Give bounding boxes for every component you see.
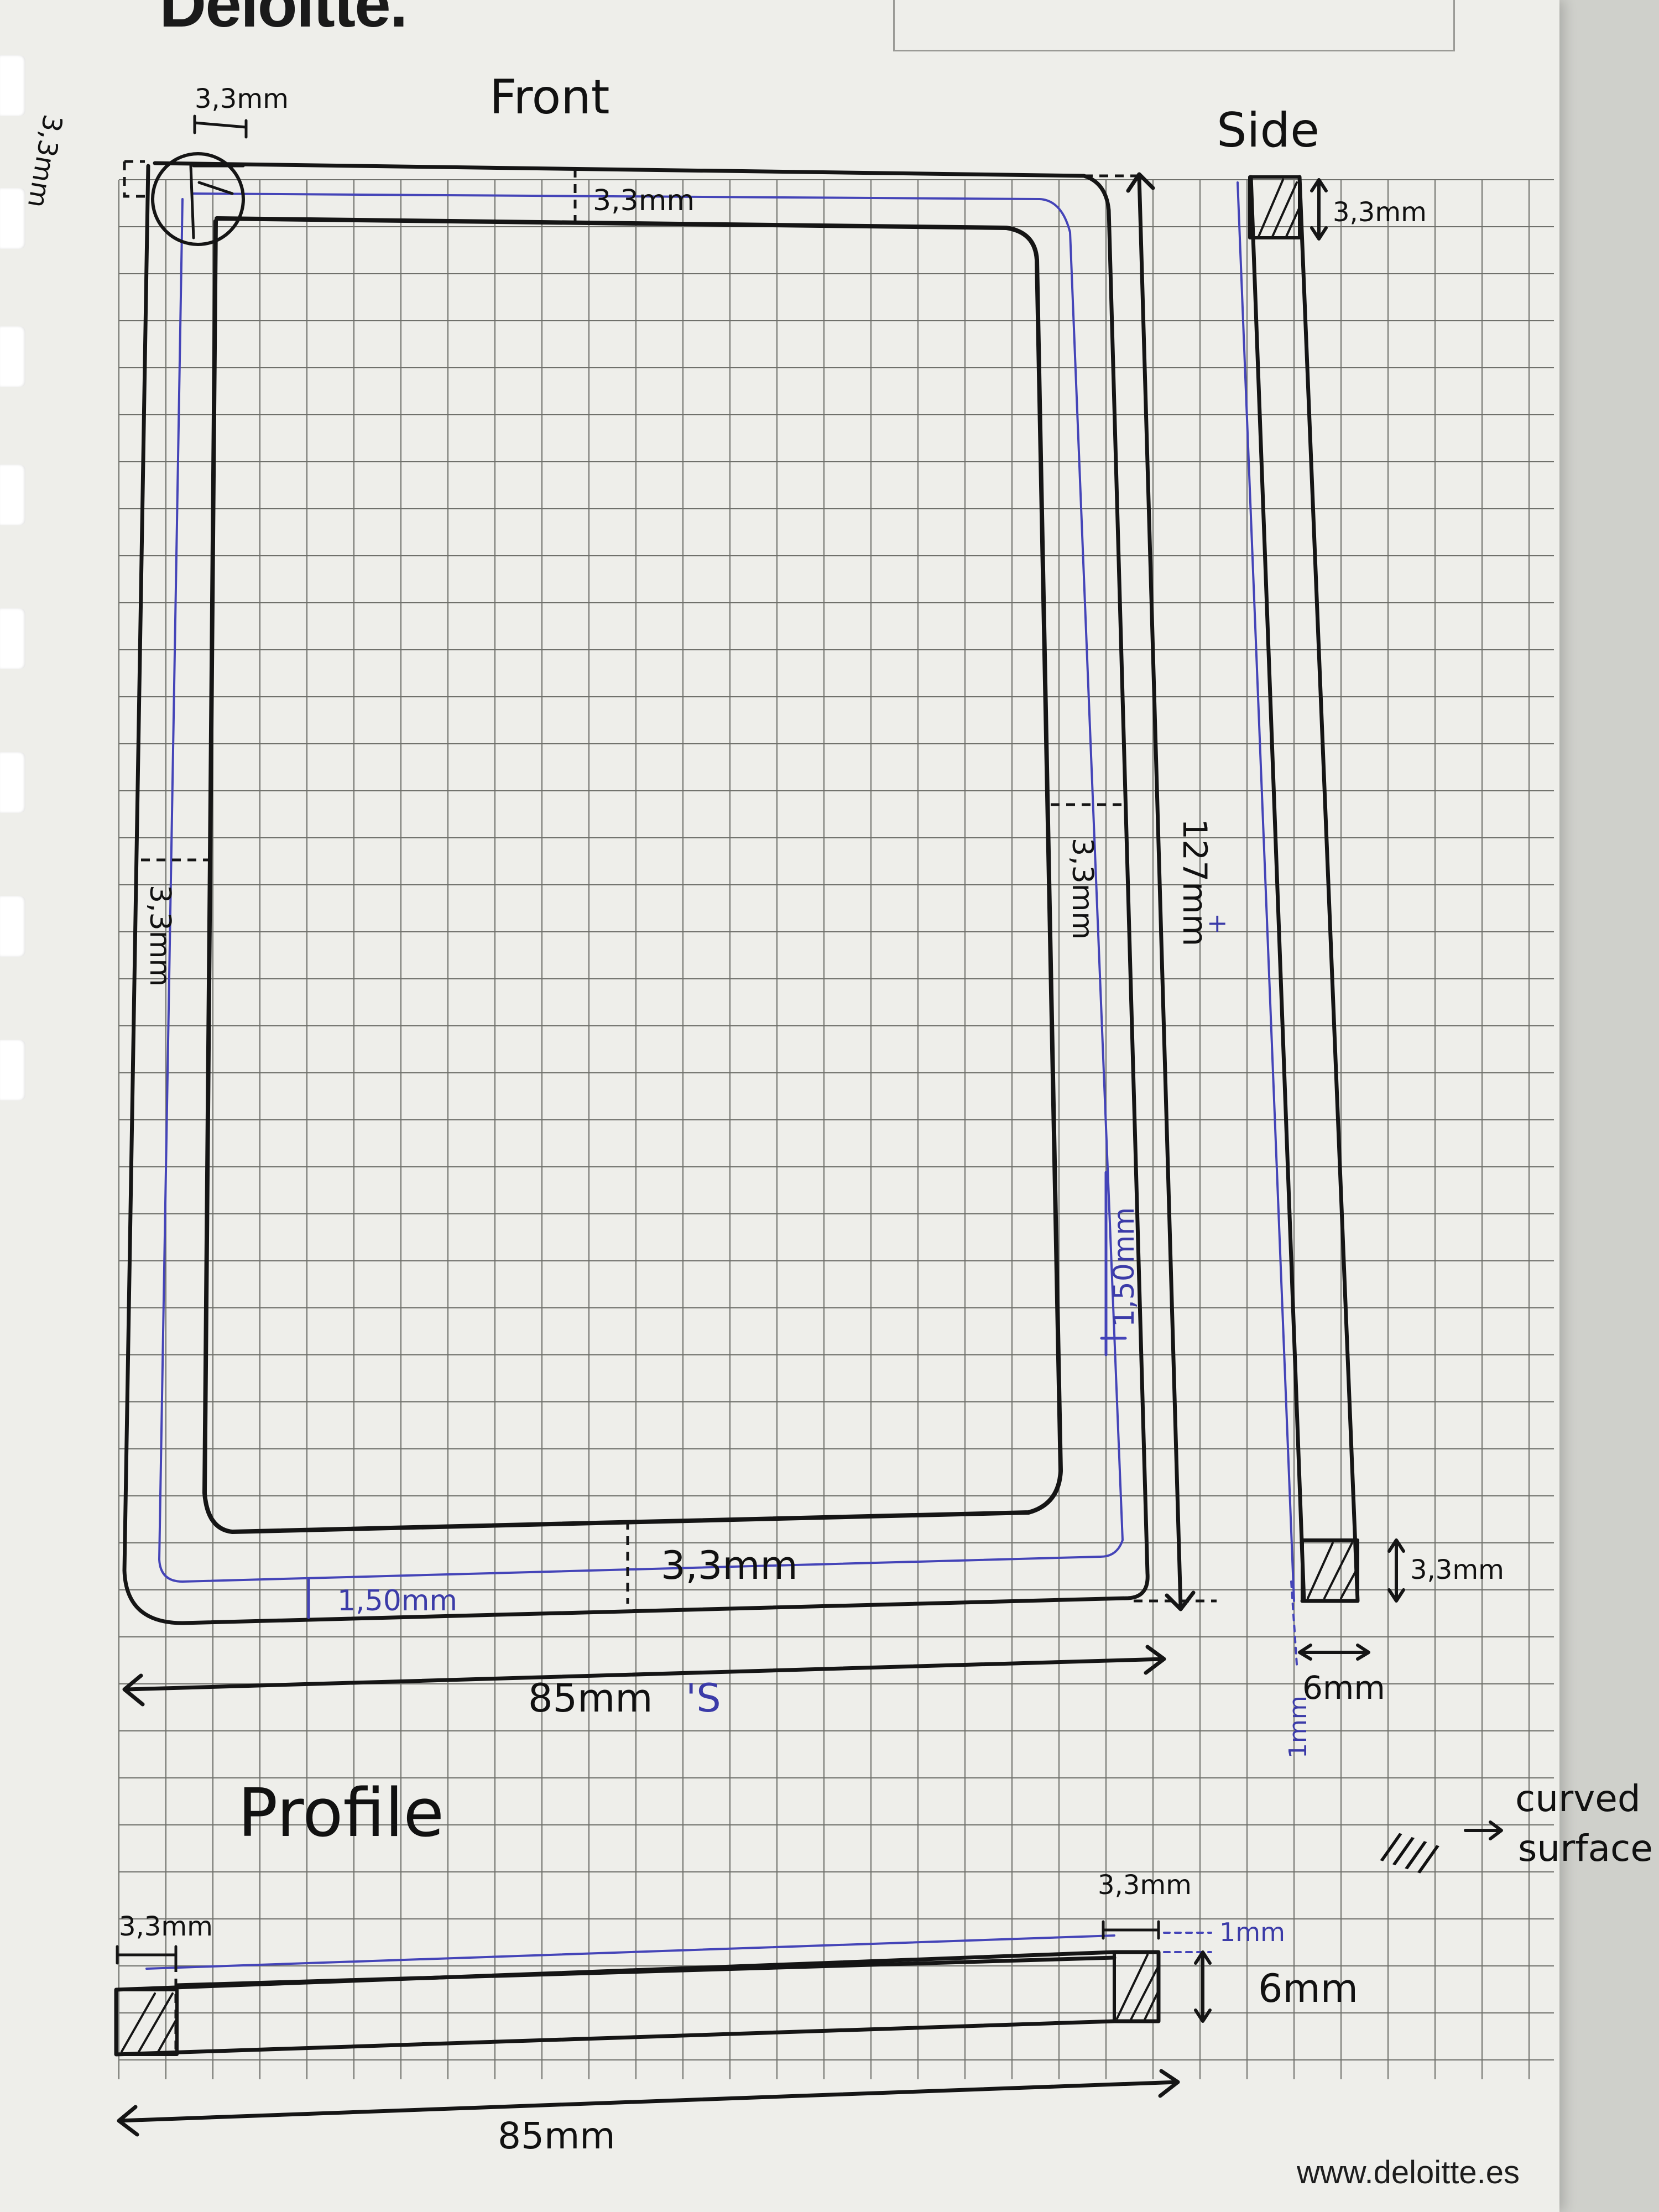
dim-front-height-extension [1084,174,1217,1603]
dim-front-bottom-border: 3,3mm [661,1543,798,1588]
profile-left-hatch-block [114,1988,179,2056]
dim-front-width-line [122,1645,1166,1707]
corner-detail-circle [151,152,245,246]
binding-hole [0,55,25,116]
side-inner-line [1237,181,1295,1602]
dim-front-inner-bottom-offset: 1,50mm [337,1584,457,1618]
dim-side-depth-line [1298,1644,1370,1661]
dim-profile-right-line [1102,1920,1160,1940]
dim-profile-lip: 1mm [1219,1917,1285,1947]
front-title: Front [489,70,610,125]
dim-side-lip-line [1290,1580,1298,1666]
side-title: Side [1217,103,1319,158]
profile-title: Profile [238,1775,444,1852]
side-top-hatch-lines [1257,179,1301,239]
dim-side-lip: 1mm [1284,1695,1312,1759]
side-bottom-hatch-lines [1307,1542,1359,1599]
dim-front-corner-width: 3,3mm [195,84,289,114]
dim-front-inner-right-offset-line [1100,1171,1127,1357]
grid-paper [118,179,1554,2079]
dim-profile-right: 3,3mm [1098,1870,1192,1901]
side-outline [1249,175,1360,1603]
dim-profile-lip-line [1163,1932,1212,1953]
corner-dash-box [123,160,145,198]
profile-right-hatch-lines [1116,1954,1160,2021]
dim-profile-left: 3,3mm [119,1911,213,1942]
dim-front-corner-height: 3,3mm [22,112,69,210]
dim-side-bottom: 3,3mm [1410,1554,1504,1585]
binding-hole [0,465,25,525]
dim-side-top: 3,3mm [1333,197,1427,228]
dim-front-width: 85mm [528,1676,653,1721]
legend-arrow [1464,1820,1503,1840]
legend: //// curved surface [1378,1777,1653,1882]
dim-front-corner-width-line [193,114,248,139]
front-view: Front 3,3mm 3,3mm 3,3mm 3,3mm 3,3mm 1,50… [22,70,1228,1721]
dim-front-width-note: 'S [686,1676,721,1721]
binding-hole [0,752,25,813]
front-inner-offset [158,192,1124,1583]
dim-profile-width: 85mm [498,2115,615,2157]
dim-front-height-note: + [1207,908,1228,938]
side-bottom-hatch-block [1301,1538,1359,1603]
binding-hole [0,188,25,249]
profile-inner-line [175,1955,1117,1987]
dim-profile-height: 6mm [1258,1966,1358,2011]
header-box [893,0,1455,51]
side-view: Side 3,3mm 3,3mm 6mm 1mm [1217,103,1504,1759]
dim-profile-height-line [1194,1950,1212,2023]
dim-side-depth: 6mm [1302,1669,1385,1707]
binding-hole [0,896,25,957]
footer-website: www.deloitte.es [1297,2154,1520,2190]
profile-view: Profile 3,3mm 3,3mm 1mm 6mm 85mm [114,1775,1358,2157]
dim-front-left-border: 3,3mm [143,885,176,987]
profile-right-hatch-block [1113,1950,1160,2023]
dim-side-top-line [1310,178,1328,241]
dim-profile-left-line [116,1945,178,1965]
corner-detail-lines [189,164,245,239]
brand-logo: Deloitte. [159,0,408,41]
profile-outline [114,1950,1161,2057]
binding-hole [0,608,25,669]
dim-front-top-border: 3,3mm [593,184,695,217]
binding-hole [0,1040,25,1100]
legend-label-line1: curved [1515,1777,1641,1820]
dim-side-bottom-line [1387,1538,1405,1603]
front-inner-outline [202,216,1063,1534]
binding-hole [0,326,25,387]
front-outer-outline [122,161,1150,1625]
dim-front-right-border: 3,3mm [1066,838,1099,940]
profile-blue-line [145,1934,1115,1970]
profile-left-hatch-lines [121,1992,178,2054]
dim-profile-width-line [117,2069,1180,2137]
dim-front-inner-right-offset: 1,50mm [1108,1207,1141,1327]
legend-label-line2: surface [1518,1827,1653,1870]
side-top-hatch-block [1248,175,1301,239]
dim-front-height: 127mm [1175,818,1214,946]
